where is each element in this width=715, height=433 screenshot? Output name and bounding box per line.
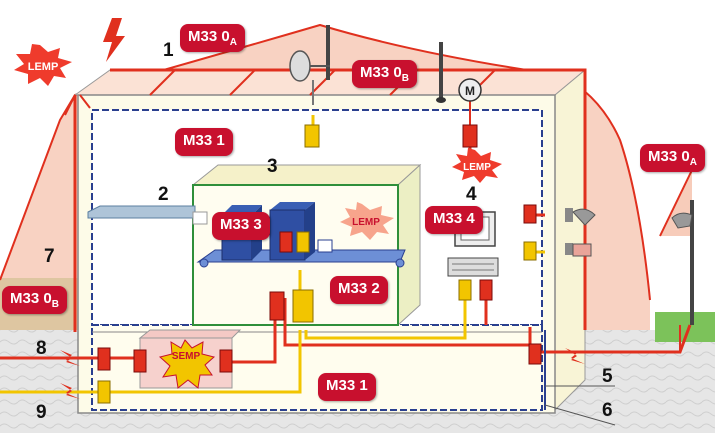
callout-number: 2 (158, 184, 169, 205)
callout-number: 8 (36, 338, 47, 359)
lightning-bolt-icon (60, 383, 80, 399)
rolling-sphere-outline (0, 23, 651, 301)
street-lamp-icon (671, 212, 693, 229)
lightning-bolt-icon (565, 348, 585, 364)
lightning-bolt-icon (103, 18, 125, 62)
lemp-label-inside: LEMP (352, 217, 380, 228)
satellite-dish-icon (289, 50, 311, 82)
air-termination (110, 68, 587, 330)
room-lpz2-side (397, 163, 421, 327)
callout-number: 3 (267, 156, 278, 177)
lightning-bolt-icon (60, 350, 80, 366)
zone-label: M33 0A (180, 24, 245, 52)
lemp-burst-inside (340, 202, 394, 240)
panel-top (138, 329, 242, 339)
zone-label: M33 1 (175, 128, 233, 156)
cable-duct (87, 205, 196, 219)
motor-label: M (465, 84, 475, 98)
zone-label: M33 1 (318, 373, 376, 401)
callout-number: 6 (602, 400, 613, 421)
callout-number: 7 (44, 246, 55, 267)
wall-lamp-icon (565, 208, 596, 226)
motor-icon (458, 78, 482, 102)
callout-number: 9 (36, 402, 47, 423)
zone-label: M33 0A (640, 144, 705, 172)
wall-camera-icon (565, 243, 592, 257)
zone-label: M33 2 (330, 276, 388, 304)
zone-label: M33 4 (425, 206, 483, 234)
lemp-burst-outside (14, 44, 72, 86)
zone-label: M33 0B (352, 60, 417, 88)
lemp-label-motor: LEMP (463, 162, 491, 173)
lemp-label-outside: LEMP (28, 61, 59, 73)
surge-protective-devices (97, 124, 542, 404)
room-lpz2-top (191, 164, 422, 186)
leader-6 (544, 404, 616, 426)
callout-number: 5 (602, 366, 613, 387)
zone-label: M33 3 (212, 212, 270, 240)
lemp-burst-motor (452, 148, 502, 183)
side-wall (554, 68, 586, 412)
zone-label: M33 0B (2, 286, 67, 314)
semp-label: SEMP (172, 351, 201, 362)
semp-burst (158, 339, 216, 389)
callout-number: 4 (466, 184, 477, 205)
callout-number: 1 (163, 40, 174, 61)
